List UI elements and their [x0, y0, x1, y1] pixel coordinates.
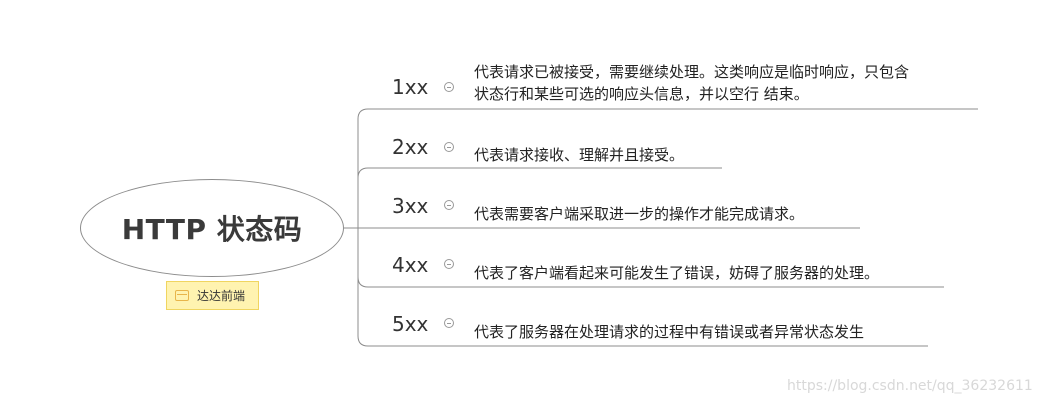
branch-code-4xx[interactable]: 4xx	[392, 253, 429, 277]
branch-code-1xx[interactable]: 1xx	[392, 75, 429, 99]
branch-line-5xx	[357, 228, 928, 347]
branch-code-2xx[interactable]: 2xx	[392, 135, 429, 159]
branch-code-3xx[interactable]: 3xx	[392, 194, 429, 218]
branch-line-2xx	[357, 167, 722, 228]
collapse-minus-icon[interactable]	[444, 318, 454, 328]
branch-line-1xx	[357, 108, 978, 228]
branch-desc-2xx[interactable]: 代表请求接收、理解并且接受。	[474, 144, 684, 166]
root-label[interactable]: 达达前端	[166, 281, 259, 310]
collapse-minus-icon[interactable]	[444, 142, 454, 152]
branch-desc-1xx[interactable]: 代表请求已被接受，需要继续处理。这类响应是临时响应，只包含 状态行和某些可选的响…	[474, 61, 909, 105]
branch-desc-line: 代表了客户端看起来可能发生了错误，妨碍了服务器的处理。	[474, 264, 880, 282]
note-icon	[175, 290, 189, 301]
watermark: https://blog.csdn.net/qq_36232611	[787, 378, 1033, 394]
branch-desc-line: 代表需要客户端采取进一步的操作才能完成请求。	[474, 205, 805, 223]
root-label-text: 达达前端	[197, 289, 246, 303]
collapse-minus-icon[interactable]	[444, 82, 454, 92]
branch-desc-line: 代表了服务器在处理请求的过程中有错误或者异常状态发生	[474, 323, 865, 341]
root-node[interactable]: HTTP 状态码	[80, 179, 344, 277]
branch-desc-line: 代表请求已被接受，需要继续处理。这类响应是临时响应，只包含	[474, 63, 910, 81]
collapse-minus-icon[interactable]	[444, 200, 454, 210]
root-title: HTTP 状态码	[121, 213, 303, 246]
branch-desc-3xx[interactable]: 代表需要客户端采取进一步的操作才能完成请求。	[474, 203, 804, 225]
branch-desc-line: 代表请求接收、理解并且接受。	[474, 146, 685, 164]
branch-code-5xx[interactable]: 5xx	[392, 312, 429, 336]
branch-desc-line: 状态行和某些可选的响应头信息，并以空行 结束。	[474, 85, 809, 103]
collapse-minus-icon[interactable]	[444, 259, 454, 269]
branch-desc-4xx[interactable]: 代表了客户端看起来可能发生了错误，妨碍了服务器的处理。	[474, 262, 879, 284]
branch-desc-5xx[interactable]: 代表了服务器在处理请求的过程中有错误或者异常状态发生	[474, 321, 864, 343]
